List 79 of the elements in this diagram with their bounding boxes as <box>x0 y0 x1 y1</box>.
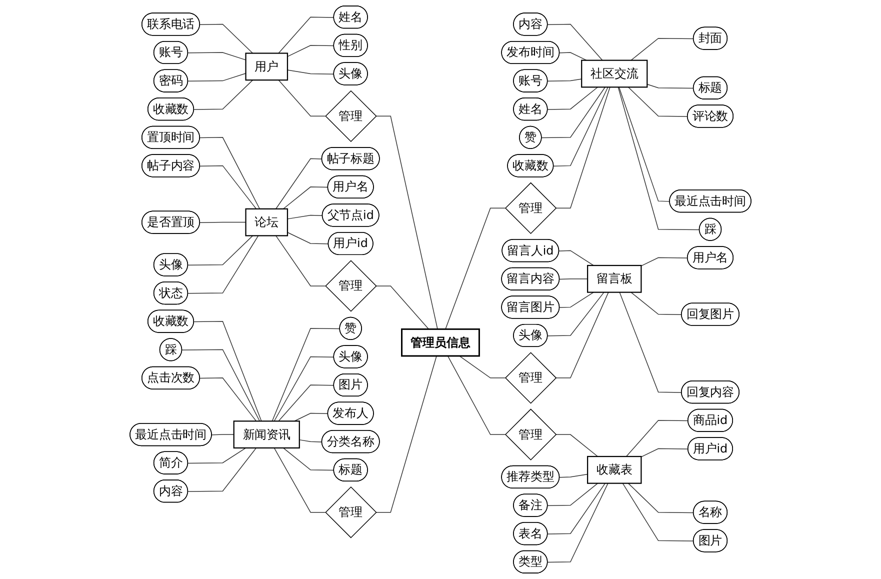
connector <box>200 24 254 54</box>
connector <box>287 232 329 244</box>
connector <box>376 356 437 513</box>
node-diamond: 管理 <box>325 486 377 538</box>
connector <box>287 45 334 57</box>
connector <box>547 78 582 82</box>
connector <box>194 320 262 422</box>
connector <box>541 86 606 138</box>
connector <box>628 86 688 117</box>
connector <box>628 482 694 514</box>
connector <box>287 214 323 220</box>
connector <box>630 38 694 61</box>
connector <box>555 292 609 378</box>
node-box: 收藏表 <box>587 456 642 484</box>
connector <box>278 16 334 54</box>
connector <box>276 235 326 286</box>
connector <box>188 448 257 492</box>
node-box: 管理员信息 <box>401 328 480 357</box>
connector <box>376 116 438 330</box>
connector <box>294 412 328 422</box>
node-box: 社区交流 <box>581 60 648 88</box>
connector <box>182 349 260 422</box>
connector <box>272 328 340 422</box>
connector <box>622 482 694 542</box>
connector <box>200 222 246 224</box>
node-box: 论坛 <box>245 208 288 236</box>
connector <box>445 208 506 330</box>
connector <box>282 186 328 210</box>
connector <box>200 378 257 422</box>
connector <box>547 24 603 61</box>
connector <box>194 80 254 110</box>
connector <box>547 482 608 563</box>
connector <box>188 73 246 82</box>
connector <box>559 52 587 61</box>
connector <box>555 434 598 457</box>
connector <box>188 448 246 464</box>
connector <box>282 448 334 471</box>
connector <box>459 356 506 378</box>
node-diamond: 管理 <box>504 408 557 460</box>
connector <box>626 420 689 457</box>
connector <box>547 482 598 506</box>
connector <box>547 482 606 534</box>
connector <box>276 158 322 210</box>
connector <box>559 474 588 478</box>
connector <box>630 292 682 315</box>
connector <box>640 257 688 266</box>
connector <box>646 84 694 89</box>
connector <box>188 52 246 60</box>
connector <box>212 434 234 436</box>
node-diamond: 管理 <box>325 90 377 142</box>
connector <box>376 286 430 330</box>
connector <box>188 235 254 266</box>
connector <box>619 292 682 393</box>
connector <box>447 356 506 435</box>
connector <box>618 86 670 202</box>
connector <box>274 448 326 513</box>
connector <box>274 356 334 422</box>
node-box: 留言板 <box>587 264 642 293</box>
connector <box>278 80 326 117</box>
connector <box>278 384 334 422</box>
connector <box>618 86 700 230</box>
node-box: 新闻资讯 <box>233 420 300 448</box>
connector <box>553 86 608 166</box>
connector <box>200 137 260 210</box>
connector <box>559 292 594 308</box>
node-diamond: 管理 <box>504 352 557 404</box>
connector <box>299 439 322 442</box>
connector <box>287 70 334 74</box>
connector <box>558 250 594 266</box>
node-diamond: 管理 <box>504 182 557 234</box>
connector <box>547 86 598 110</box>
connector <box>559 278 588 280</box>
node-box: 用户 <box>245 52 288 81</box>
connector <box>200 165 257 210</box>
node-diamond: 管理 <box>325 260 377 312</box>
connector <box>640 448 689 458</box>
connector <box>188 235 259 294</box>
connector <box>555 86 610 209</box>
connector <box>547 292 604 336</box>
